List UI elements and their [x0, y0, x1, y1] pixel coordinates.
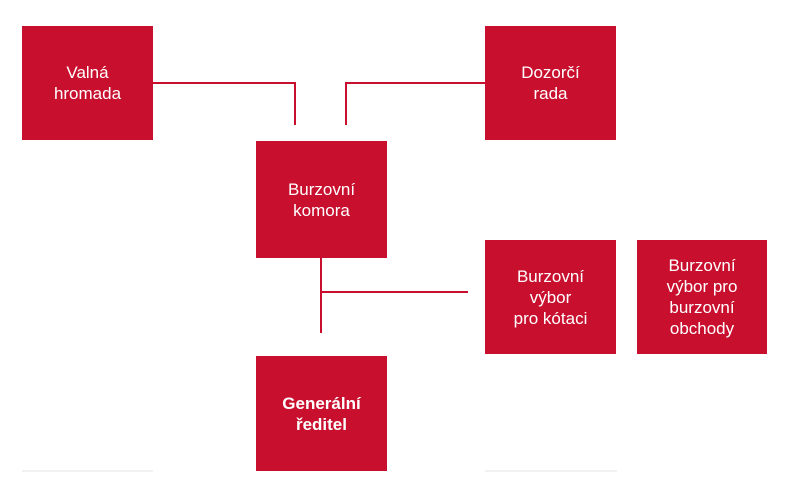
node-burzovni-komora-label: Burzovní komora [287, 179, 356, 220]
node-burzovni-komora: Burzovní komora [256, 141, 387, 258]
node-dozorci-rada-label: Dozorčí rada [521, 63, 580, 103]
connector-dozorci-rada [345, 82, 485, 125]
node-valna-hromada-label: Valná hromada [53, 63, 122, 103]
node-generalni-reditel: Generální ředitel [256, 356, 387, 471]
node-dozorci-rada: Dozorčí rada [485, 26, 616, 140]
node-vybor-pro-obchody-label: Burzovní výbor pro burzovní obchody [666, 256, 738, 338]
node-valna-hromada: Valná hromada [22, 26, 153, 140]
node-vybor-pro-obchody: Burzovní výbor pro burzovní obchody [637, 240, 767, 354]
node-vybor-pro-kotaci-label: Burzovní výbor pro kótaci [513, 266, 588, 328]
node-vybor-pro-kotaci: Burzovní výbor pro kótaci [485, 240, 616, 354]
connector-valna-hromada [152, 82, 296, 125]
node-generalni-reditel-label: Generální ředitel [282, 393, 361, 434]
